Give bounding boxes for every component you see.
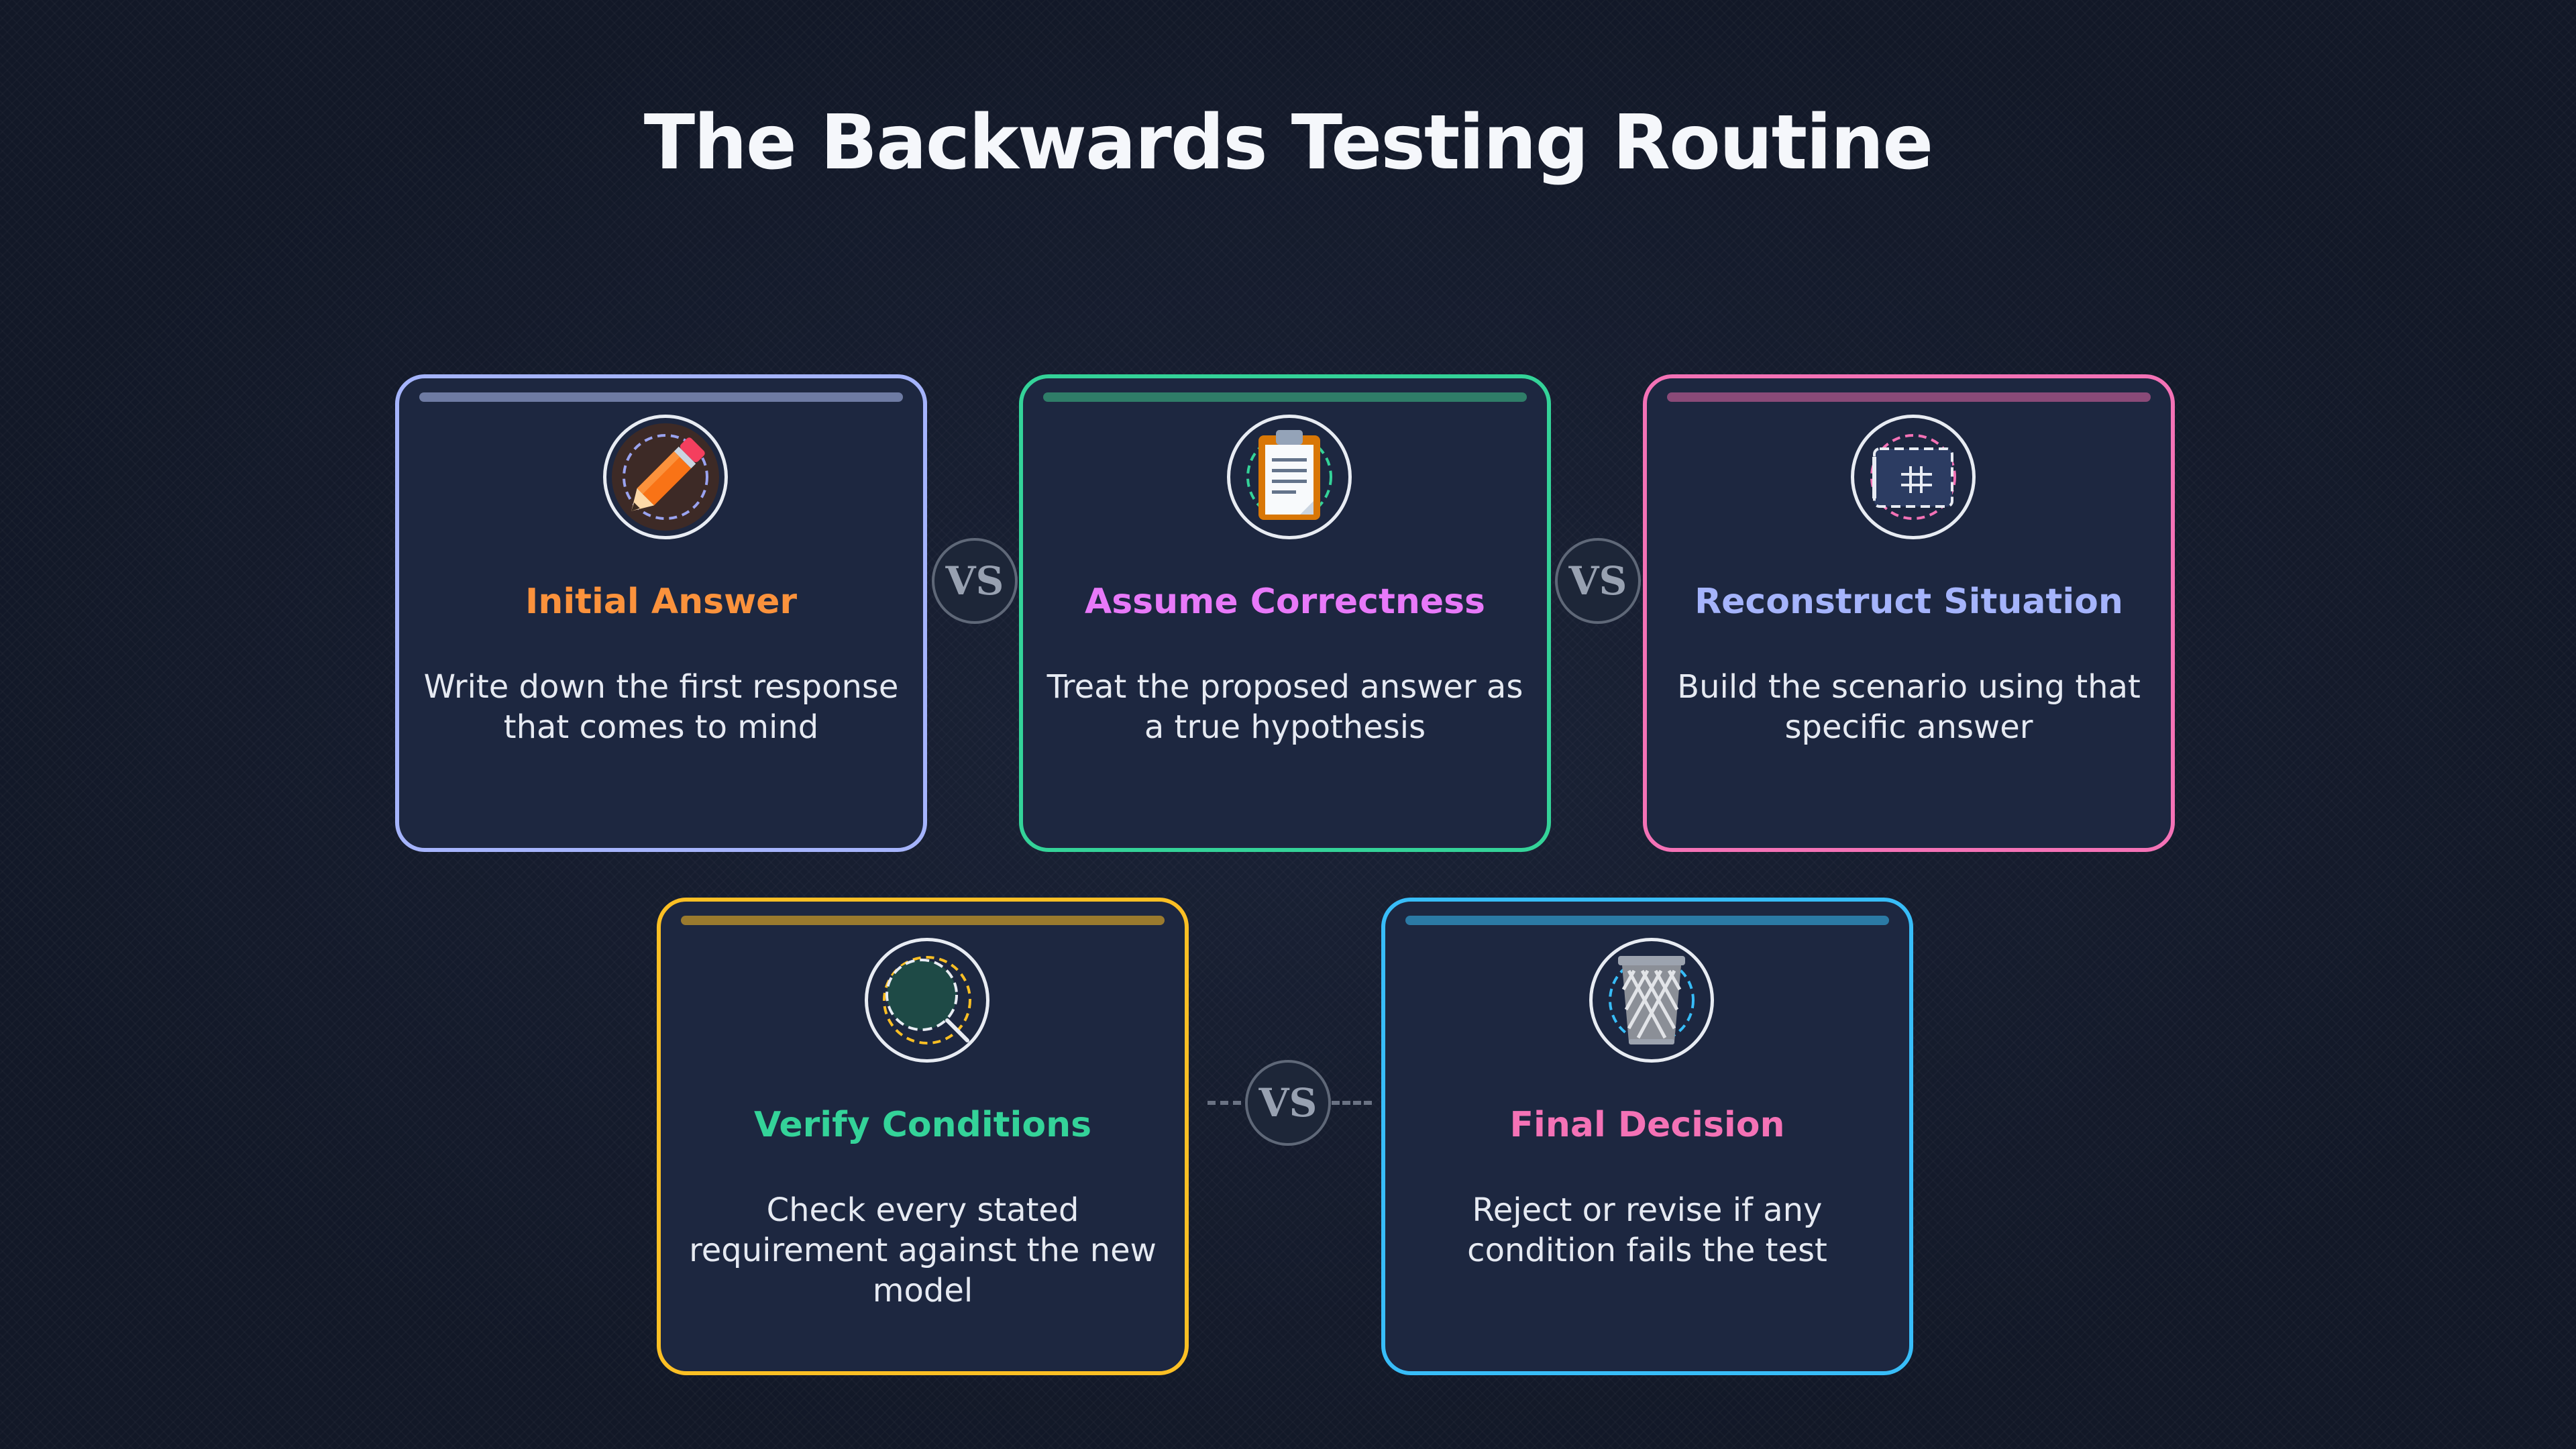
card-title: Verify Conditions bbox=[753, 1105, 1092, 1145]
icon-ring bbox=[1227, 415, 1352, 539]
vs-connector: VS bbox=[1555, 538, 1641, 624]
page-title: The Backwards Testing Routine bbox=[643, 99, 1934, 186]
card-description: Reject or revise if any condition fails … bbox=[1467, 1191, 1827, 1269]
card-accent-bar bbox=[1667, 392, 2151, 402]
card-description: Build the scenario using that specific a… bbox=[1677, 668, 2141, 746]
card-accent-bar bbox=[1043, 392, 1527, 402]
icon-ring bbox=[1589, 938, 1714, 1063]
vs-connector: VS bbox=[1245, 1060, 1331, 1146]
step-card-verify-conditions: Verify Conditions Check every stated req… bbox=[657, 898, 1189, 1375]
card-accent-bar bbox=[681, 916, 1165, 925]
blueprint-icon bbox=[1870, 434, 1956, 520]
card-title: Assume Correctness bbox=[1084, 582, 1486, 622]
card-description: Write down the first response that comes… bbox=[423, 668, 899, 746]
pencil-icon bbox=[612, 423, 719, 531]
card-description: Check every stated requirement against t… bbox=[689, 1191, 1157, 1309]
wastebasket-icon bbox=[1609, 956, 1695, 1044]
dashed-connector-left bbox=[1208, 1101, 1241, 1105]
card-accent-bar bbox=[419, 392, 903, 402]
step-card-assume-correctness: Assume Correctness Treat the proposed an… bbox=[1019, 374, 1551, 852]
card-title: Reconstruct Situation bbox=[1695, 582, 2123, 622]
vs-connector: VS bbox=[932, 538, 1018, 624]
card-description: Treat the proposed answer as a true hypo… bbox=[1046, 668, 1523, 746]
dashed-connector-right bbox=[1332, 1101, 1372, 1105]
step-card-initial-answer: Initial Answer Write down the first resp… bbox=[395, 374, 927, 852]
card-accent-bar bbox=[1405, 916, 1889, 925]
step-card-final-decision: Final Decision Reject or revise if any c… bbox=[1381, 898, 1913, 1375]
icon-ring bbox=[1851, 415, 1976, 539]
icon-ring bbox=[865, 938, 989, 1063]
magnifier-icon bbox=[883, 956, 971, 1044]
clipboard-icon bbox=[1246, 430, 1332, 520]
step-card-reconstruct-situation: Reconstruct Situation Build the scenario… bbox=[1643, 374, 2175, 852]
card-title: Final Decision bbox=[1509, 1105, 1785, 1145]
icon-ring bbox=[603, 415, 728, 539]
card-title: Initial Answer bbox=[525, 582, 798, 622]
